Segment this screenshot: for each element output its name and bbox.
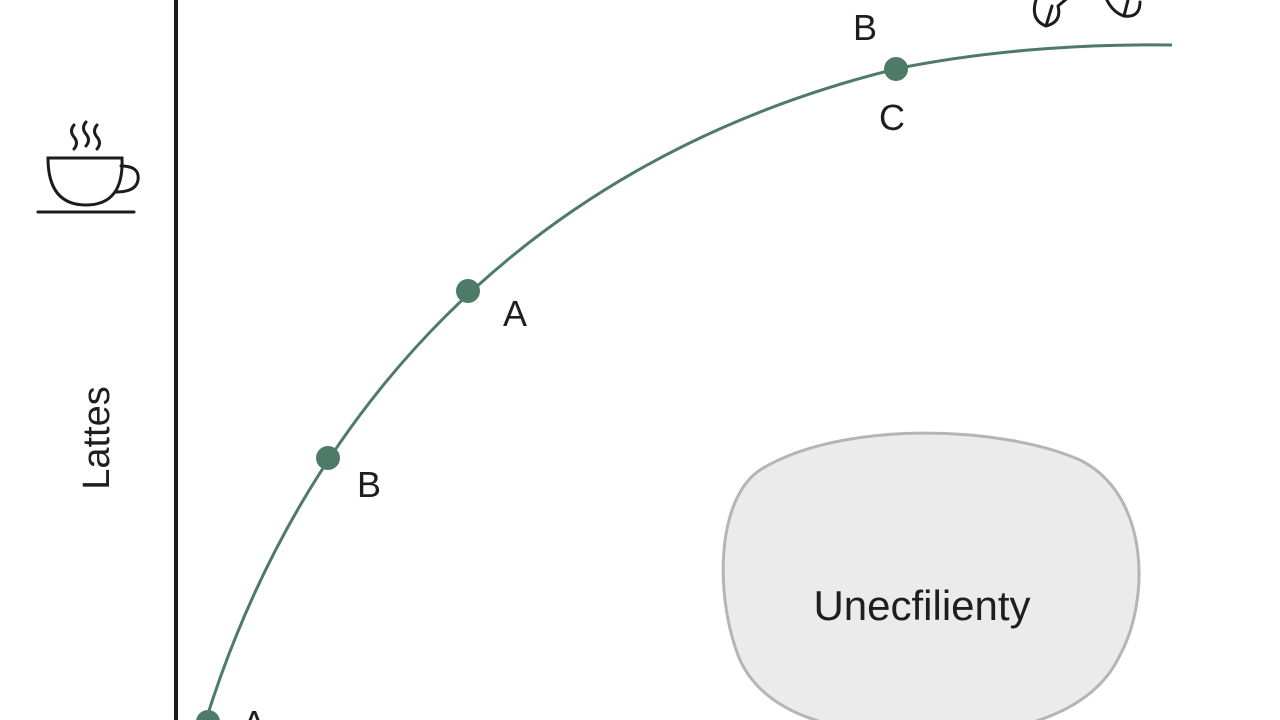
coffee-cup-icon <box>36 120 140 214</box>
croissant-icon <box>1032 0 1142 28</box>
point-c-upper-marker <box>884 57 908 81</box>
point-a-origin-marker <box>196 710 220 720</box>
point-b-lower-marker <box>316 446 340 470</box>
point-b-lower-label: B <box>357 464 381 505</box>
ppf-curve <box>204 43 1173 720</box>
point-c-upper-label: C <box>879 97 905 138</box>
inefficiency-label: Unecfilienty <box>813 582 1030 629</box>
point-a-middle-label: A <box>503 293 527 334</box>
y-axis-label: Lattes <box>76 386 118 490</box>
point-b-top-label: B <box>853 7 877 48</box>
point-a-origin-label: A <box>242 703 266 720</box>
inefficiency-region <box>721 431 1141 720</box>
point-a-middle-marker <box>456 279 480 303</box>
